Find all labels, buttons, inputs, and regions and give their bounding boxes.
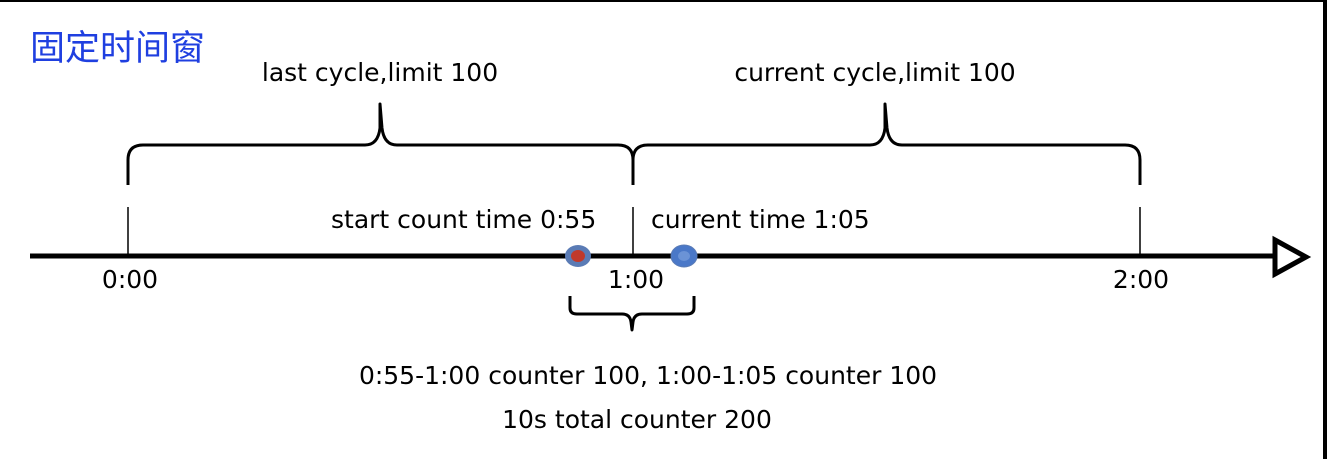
tick-label-0: 0:00: [101, 265, 159, 294]
start-count-marker: [565, 245, 591, 267]
ten-second-brace: [568, 296, 696, 332]
current-time-label: current time 1:05: [651, 205, 870, 234]
summary-line-1: 0:55-1:00 counter 100, 1:00-1:05 counter…: [358, 361, 938, 390]
axis-arrowhead: [1272, 235, 1312, 279]
current-cycle-brace: [631, 102, 1142, 185]
last-cycle-label: last cycle,limit 100: [261, 58, 499, 87]
diagram-title: 固定时间窗: [30, 29, 206, 69]
top-border: [0, 0, 1327, 2]
last-cycle-brace: [126, 102, 635, 185]
current-time-marker: [670, 244, 698, 268]
tick-label-1: 1:00: [607, 265, 665, 294]
summary-line-2: 10s total counter 200: [502, 405, 772, 434]
start-count-label: start count time 0:55: [331, 205, 597, 234]
tick-label-2: 2:00: [1112, 265, 1170, 294]
right-border: [1323, 0, 1327, 459]
current-cycle-label: current cycle,limit 100: [734, 58, 1016, 87]
